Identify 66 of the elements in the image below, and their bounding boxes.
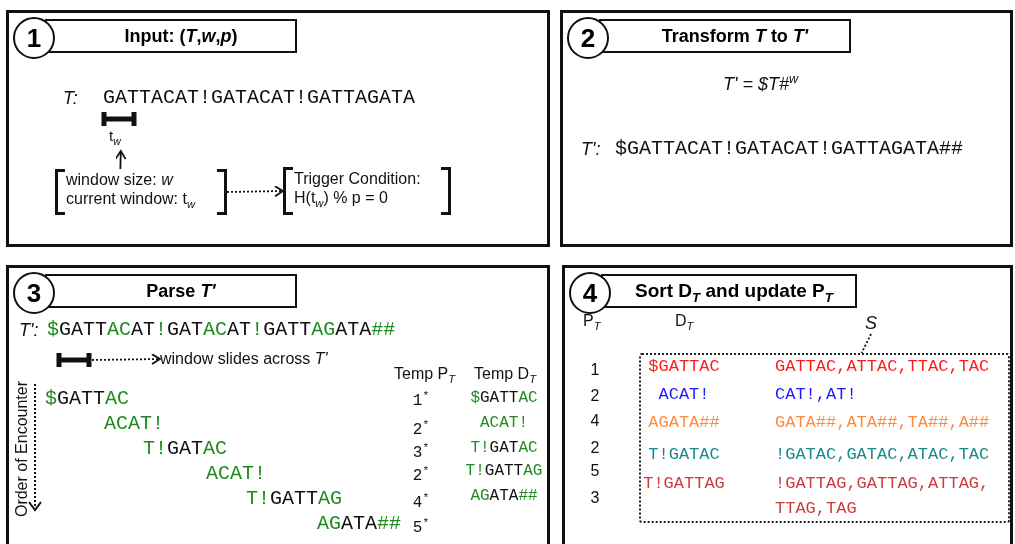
variable-label: T:: [63, 87, 78, 110]
sequence-text: GATTACAT!GATACAT!GATTAGATA: [103, 86, 416, 110]
step-number: 3: [13, 272, 55, 314]
suffix-list: !GATTAG,GATTAG,ATTAG,TTAG,TAG: [775, 471, 993, 521]
suffix-list: CAT!,AT!: [775, 382, 993, 407]
sequence-text: ACAT!: [479, 413, 529, 433]
row-number: 5$^{*}$: [411, 516, 431, 539]
suffix-list: GATTAC,ATTAC,TTAC,TAC: [775, 354, 993, 379]
row-number: 1$^{*}$: [411, 389, 431, 412]
sequence-text: ACAT!: [104, 412, 164, 436]
note-text: current window: t$_{w}$: [66, 188, 197, 213]
axis-label: Order of Encounter: [12, 379, 31, 519]
step-panel: [560, 10, 1013, 247]
column-header: Temp P$_{T}$: [394, 364, 456, 388]
set-label: S: [865, 312, 877, 334]
note-text: window slides across T': [160, 348, 328, 370]
sequence-text: T!GATAC: [647, 444, 721, 466]
step-number: 4: [569, 272, 611, 314]
arrow: [226, 185, 284, 198]
variable-label: T':: [19, 319, 39, 342]
step-number: 2: [567, 17, 609, 59]
step-number: 1: [13, 17, 55, 59]
dotted-box: [639, 353, 1010, 523]
suffix-list: GATA##,ATA##,TA##,A##: [775, 410, 993, 435]
leader-line: [860, 333, 872, 354]
step-panel: [6, 10, 550, 247]
row-number: 4: [589, 411, 601, 431]
window-bar-icon: [56, 352, 92, 368]
formula-text: T' = $T#$^{w}$: [723, 71, 799, 96]
suffix-list: !GATAC,GATAC,ATAC,TAC: [775, 442, 993, 467]
sequence-text: $GATTACAT!GATACAT!GATTAGATA##: [615, 137, 964, 161]
sequence-text: T!GATTAG: [464, 461, 544, 481]
sequence-text: T!GATAC: [143, 437, 228, 461]
row-number: 4$^{*}$: [411, 491, 431, 514]
sequence-text: T!GATTAG: [246, 487, 343, 511]
sequence-text: AGATA##: [317, 512, 402, 536]
sequence-text: ACAT!: [657, 384, 711, 406]
column-header: P$_{T}$: [583, 311, 601, 335]
row-number: 5: [589, 461, 601, 481]
sequence-text: $GATTACAT!GATACAT!GATTAGATA##: [47, 318, 396, 342]
sequence-text: AGATA##: [647, 412, 721, 434]
note-text: Trigger Condition:: [294, 168, 422, 188]
row-number: 2$^{*}$: [411, 464, 431, 487]
sequence-text: ACAT!: [206, 462, 266, 486]
arrow: [91, 353, 161, 365]
step-panel: [562, 265, 1013, 544]
sequence-text: $GATTAC: [469, 388, 539, 408]
row-number: 1: [589, 360, 601, 380]
window-label: t$_{w}$: [109, 127, 121, 149]
variable-label: T':: [581, 138, 601, 161]
column-header: D$_{T}$: [675, 311, 694, 335]
column-header: Temp D$_{T}$: [474, 364, 536, 388]
arrow: [114, 150, 127, 170]
row-number: 2: [589, 386, 601, 406]
sequence-text: T!GATAC: [469, 438, 539, 458]
note-text: H(t$_{w}$) % p = 0: [294, 187, 389, 212]
sequence-text: AGATA##: [469, 486, 539, 506]
sequence-text: $GATTAC: [45, 387, 130, 411]
row-number: 2$^{*}$: [411, 418, 431, 441]
row-number: 3$^{*}$: [411, 441, 431, 464]
note-text: window size: w: [66, 169, 175, 189]
sequence-text: T!GATTAG: [642, 473, 726, 495]
row-number: 3: [589, 488, 601, 508]
sequence-text: $GATTAC: [647, 356, 721, 378]
step-panel: [6, 265, 550, 544]
row-number: 2: [589, 438, 601, 458]
